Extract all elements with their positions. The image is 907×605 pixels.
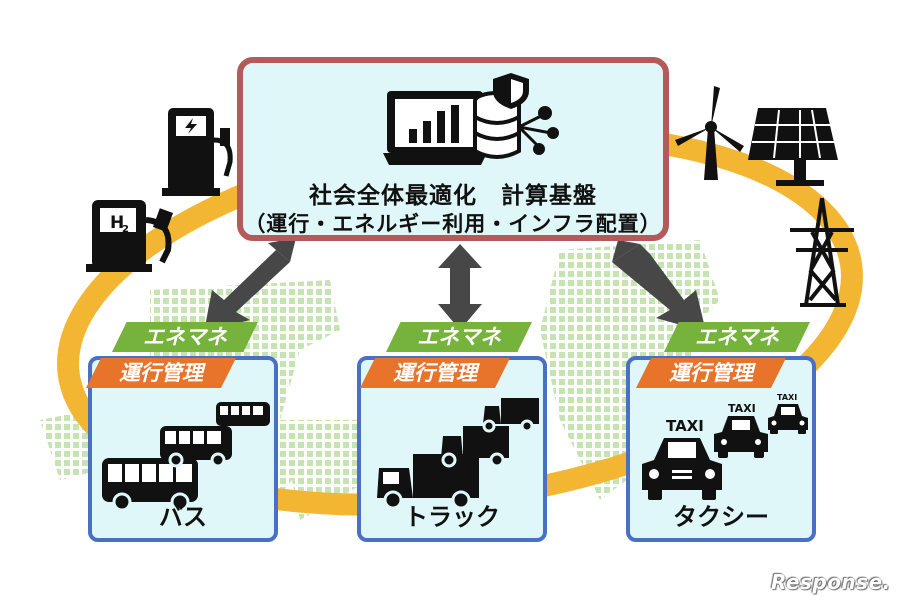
arrow-to-truck [438,244,482,330]
power-tower-icon [790,197,854,307]
operation-mgmt-tag-bus: 運行管理 [86,358,236,388]
computing-icon [383,73,559,165]
taxi-sign-large: TAXI [666,417,704,435]
taxi-sign-small: TAXI [777,393,797,402]
optimization-platform-box: 社会全体最適化 計算基盤 （運行・エネルギー利用・インフラ配置） [237,57,669,241]
bus-label: バス [159,503,207,531]
energy-mgmt-tag-taxi: エネマネ [664,322,810,352]
taxi-sign-medium: TAXI [728,402,756,415]
taxi-icon: TAXI TAXI TAXI [642,393,808,500]
solar-panel-icon [748,108,838,186]
operation-mgmt-tag-taxi: 運行管理 [636,358,786,388]
hydrogen-label: H [110,213,124,233]
hydrogen-subscript: 2 [122,224,129,235]
energy-mgmt-tag-truck: エネマネ [386,322,532,352]
platform-subtitle: （運行・エネルギー利用・インフラ配置） [244,212,662,236]
taxi-label: タクシー [673,503,769,531]
arrow-to-bus [204,238,296,332]
arrow-to-taxi [612,240,706,332]
truck-label: トラック [404,503,500,531]
ev-charger-icon [162,108,233,196]
hydrogen-station-icon [86,200,173,272]
energy-mgmt-tag-bus: エネマネ [112,322,258,352]
truck-icon [377,398,539,510]
platform-title: 社会全体最適化 計算基盤 [309,183,597,209]
wind-turbine-icon [675,86,744,180]
bus-icon [102,402,270,510]
operation-mgmt-tag-truck: 運行管理 [360,358,510,388]
response-watermark: Response. [771,570,891,594]
